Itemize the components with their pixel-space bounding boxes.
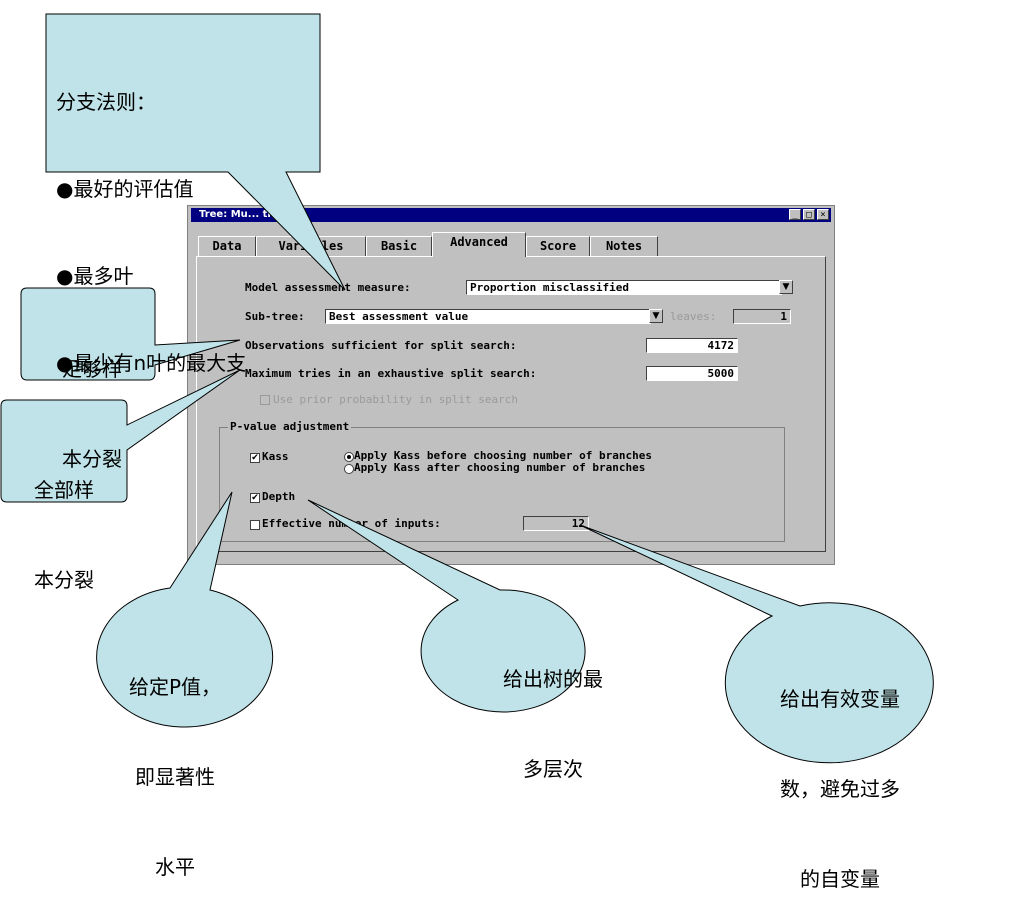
effective-inputs-field: 12: [523, 516, 589, 531]
max-tries-field[interactable]: 5000: [646, 366, 738, 381]
sufficient-callout: 足够样 本分裂: [42, 294, 142, 504]
sufficient-line1: 足够样: [62, 357, 122, 381]
model-assessment-select[interactable]: Proportion misclassified: [466, 280, 782, 295]
exhaustive-line2: 本分裂: [34, 568, 94, 592]
tab-notes[interactable]: Notes: [590, 236, 658, 256]
sufficient-callout-shape: [20, 287, 241, 381]
obs-sufficient-label: Observations sufficient for split search…: [245, 339, 517, 352]
max-tries-label: Maximum tries in an exhaustive split sea…: [245, 367, 537, 380]
kass-label: Kass: [262, 450, 289, 463]
subtree-label: Sub-tree:: [245, 310, 305, 323]
callout-shapes: [0, 13, 934, 764]
depth-label: Depth: [262, 490, 296, 503]
use-prior-label: Use prior probability in split search: [273, 393, 519, 406]
exhaustive-callout: 全部样 本分裂: [14, 415, 114, 625]
tab-score[interactable]: Score: [526, 236, 590, 256]
model-assessment-label: Model assessment measure:: [245, 281, 411, 294]
kass-before-label[interactable]: Apply Kass before choosing number of bra…: [354, 449, 653, 462]
branch-rules-callout: 分支法则： ●最好的评估值 ●最多叶 ●最少有n叶的最大支: [56, 30, 246, 407]
branch-rules-callout-shape: [45, 13, 346, 291]
pvalue-group-title: P-value adjustment: [228, 420, 352, 433]
minimize-icon[interactable]: _: [789, 209, 801, 220]
depth-callout-shape: [307, 499, 586, 713]
tree-window: Tree: Mu... titled _ □ × Data Variables …: [187, 205, 835, 565]
maximize-icon[interactable]: □: [803, 209, 815, 220]
advanced-panel: Model assessment measure: Proportion mis…: [196, 256, 826, 552]
branch-rules-item-best: ●最好的评估值: [56, 177, 194, 201]
obs-sufficient-field[interactable]: 4172: [646, 338, 738, 353]
leaves-label: leaves:: [670, 310, 717, 323]
branch-rules-title: 分支法则：: [56, 90, 156, 114]
inputs-line1: 给出有效变量: [780, 687, 900, 711]
depth-line2: 多层次: [523, 757, 583, 781]
pvalue-line3: 水平: [155, 855, 195, 879]
inputs-callout: 给出有效变量 数，避免过多 的自变量: [740, 624, 940, 924]
kass-after-label[interactable]: Apply Kass after choosing number of bran…: [354, 461, 646, 474]
pvalue-line2: 即显著性: [135, 765, 215, 789]
close-icon[interactable]: ×: [817, 209, 829, 220]
inputs-callout-shape: [579, 524, 934, 764]
pvalue-callout-shape: [96, 491, 274, 728]
kass-after-radio[interactable]: [344, 464, 354, 474]
tab-basic[interactable]: Basic: [366, 236, 432, 256]
kass-before-radio[interactable]: [344, 452, 354, 462]
pvalue-callout: 给定P值， 即显著性 水平: [85, 612, 265, 912]
use-prior-checkbox[interactable]: [260, 395, 270, 405]
title-bar[interactable]: Tree: Mu... titled _ □ ×: [191, 208, 831, 222]
inputs-line2: 数，避免过多: [780, 777, 900, 801]
depth-callout: 给出树的最 多层次: [463, 604, 643, 814]
branch-rules-item-largest: ●最少有n叶的最大支: [56, 351, 247, 375]
pvalue-line1: 给定P值，: [128, 675, 222, 699]
tab-data[interactable]: Data: [198, 236, 256, 256]
pvalue-group: P-value adjustment ✔ Kass Apply Kass bef…: [219, 420, 785, 542]
kass-checkbox[interactable]: ✔: [250, 453, 260, 463]
depth-checkbox[interactable]: ✔: [250, 493, 260, 503]
effective-inputs-checkbox[interactable]: [250, 520, 260, 530]
exhaustive-line1: 全部样: [34, 478, 94, 502]
tab-advanced[interactable]: Advanced: [432, 232, 526, 257]
subtree-dropdown-icon[interactable]: ▼: [649, 309, 663, 323]
inputs-line3: 的自变量: [800, 867, 880, 891]
model-assessment-dropdown-icon[interactable]: ▼: [779, 280, 793, 294]
window-title: Tree: Mu... titled: [199, 209, 294, 220]
subtree-select[interactable]: Best assessment value: [325, 309, 651, 324]
leaves-field: 1: [733, 309, 791, 324]
sufficient-line2: 本分裂: [62, 447, 122, 471]
exhaustive-callout-shape: [0, 369, 241, 503]
depth-line1: 给出树的最: [503, 667, 603, 691]
branch-rules-item-most-leaves: ●最多叶: [56, 264, 134, 288]
